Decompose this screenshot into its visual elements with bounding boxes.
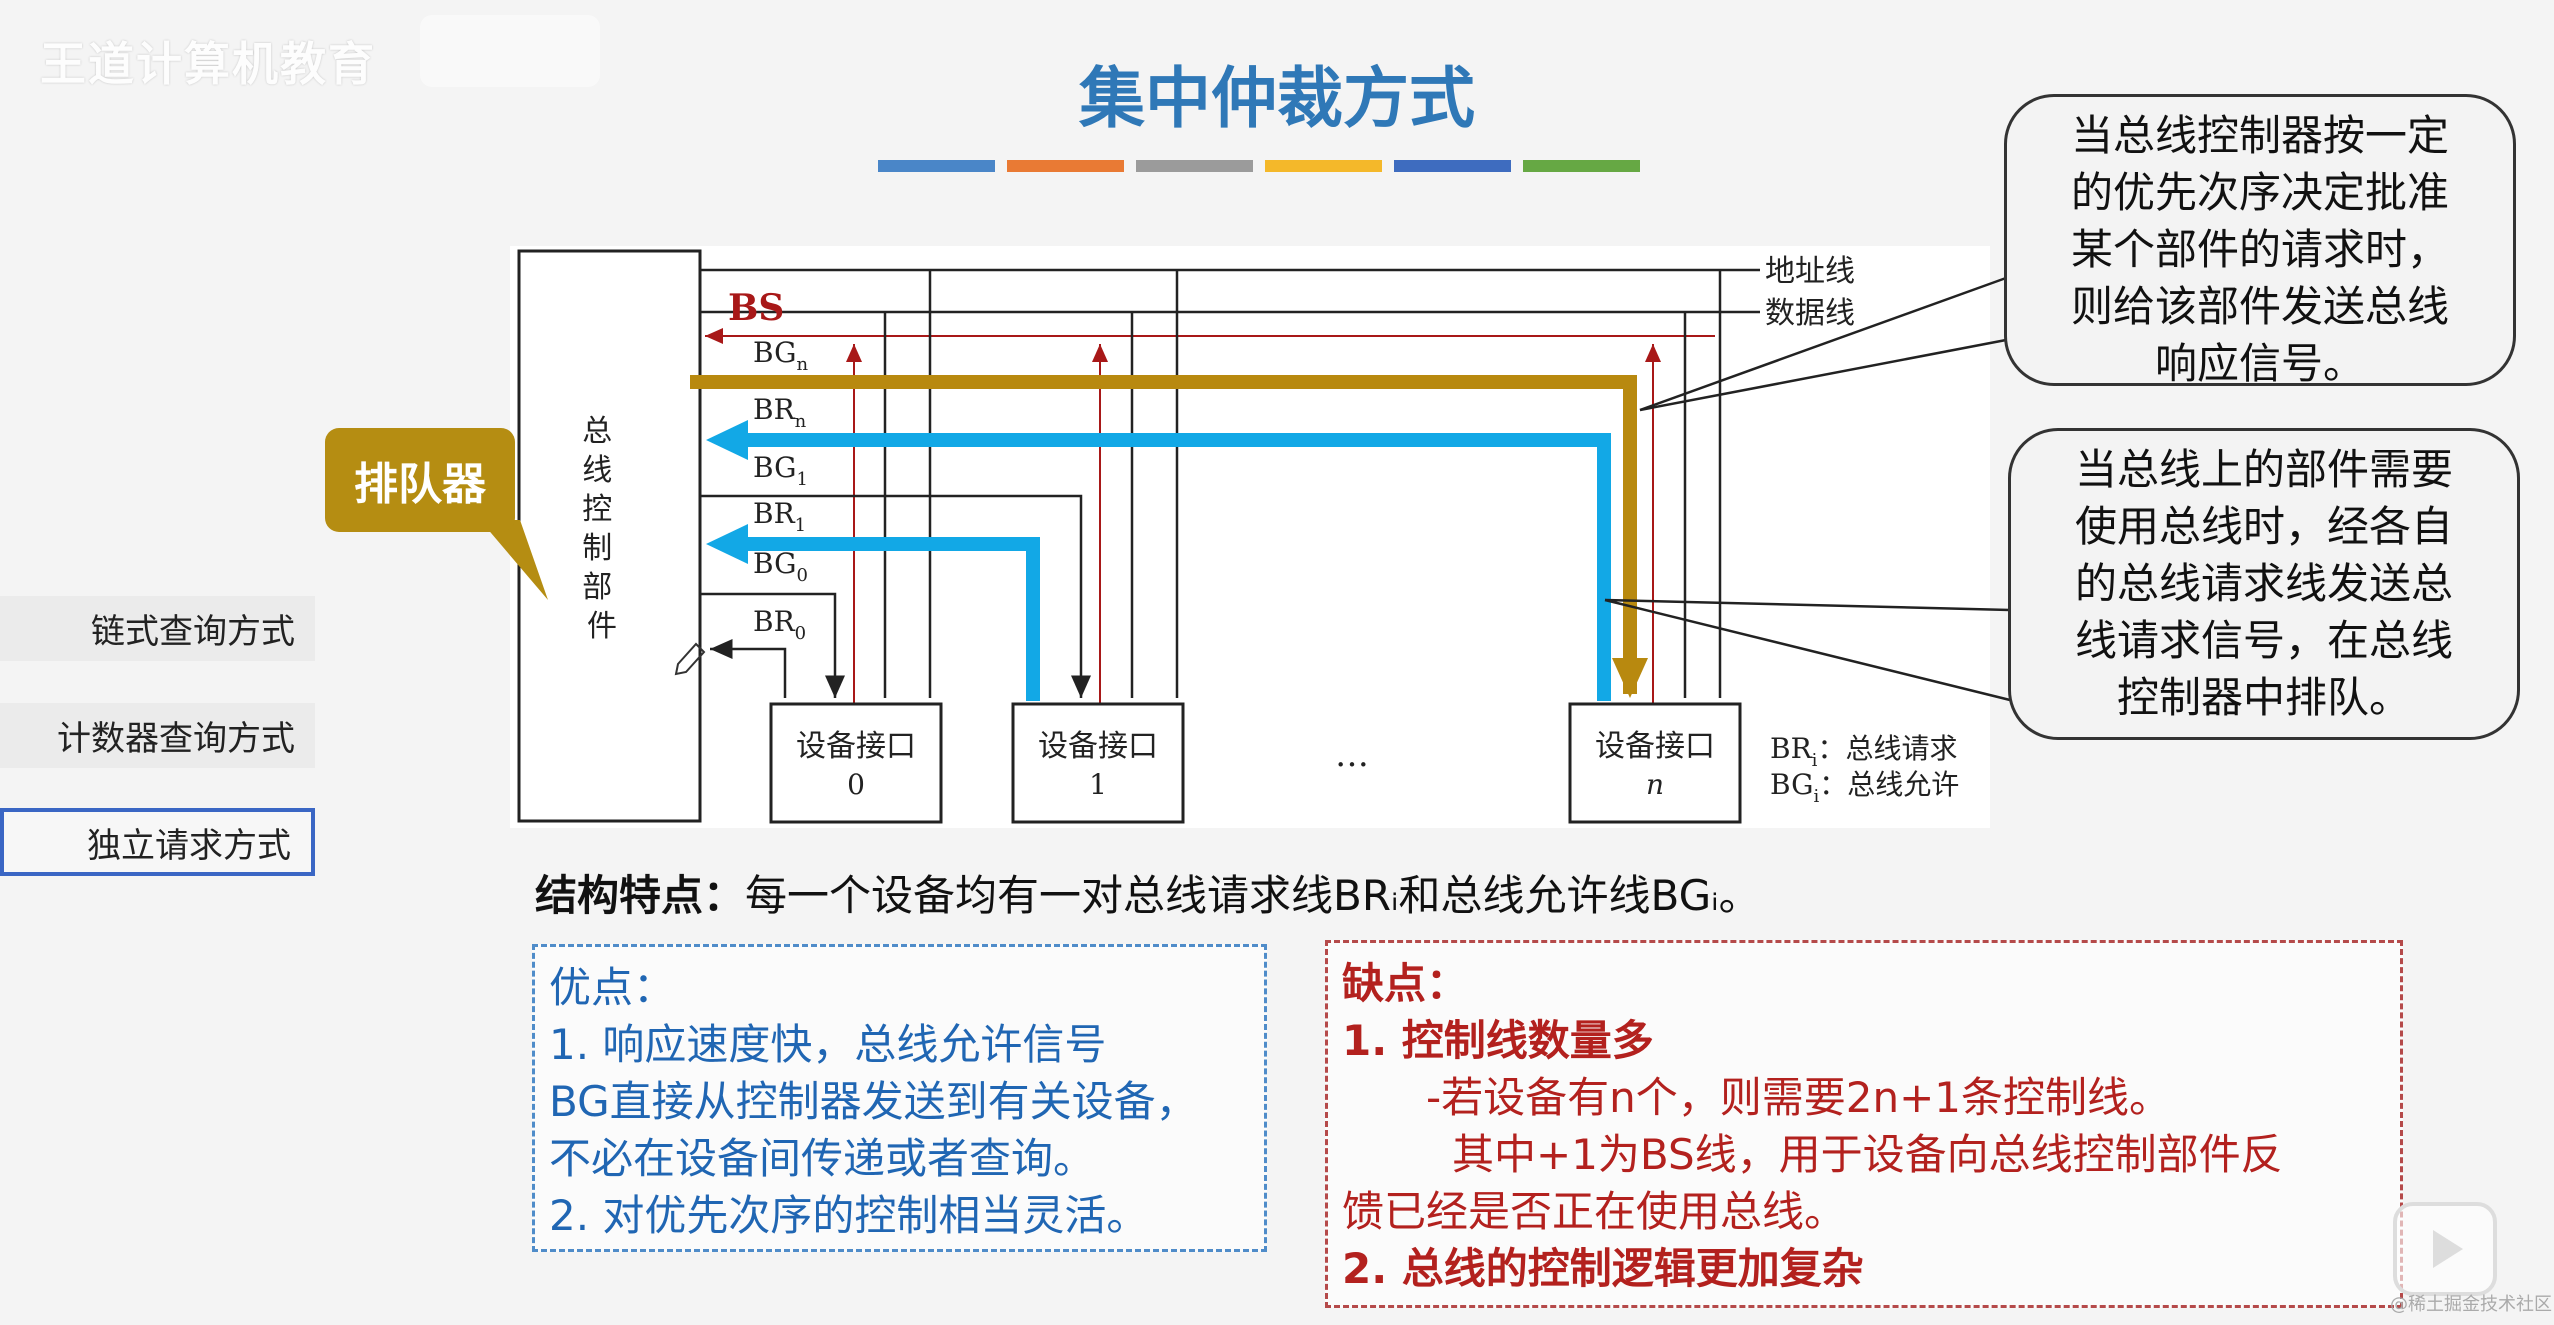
diagram-legend: BRi：总线请求 BGi：总线允许 <box>1770 732 1959 807</box>
bubble-line: 当总线上的部件需要 <box>2074 445 2453 494</box>
title-color-bar <box>878 160 1640 172</box>
advantages-title: 优点： <box>549 963 676 1012</box>
bgn-thick-line <box>690 375 1637 694</box>
controller-label: 总 线 控 制 部 件 <box>582 414 622 644</box>
logo-watermark-mark <box>420 15 600 87</box>
disadvantage-item-1: 1. 控制线数量多 <box>1342 1016 1654 1065</box>
svg-text:n: n <box>1646 768 1664 801</box>
page-title: 集中仲裁方式 <box>1079 60 1475 137</box>
sidebar-item-independent-request[interactable]: 独立请求方式 <box>0 808 315 876</box>
title-bar-segment <box>1265 160 1382 172</box>
logo-text: 王道计算机教育 <box>40 37 376 91</box>
advantage-line: 1. 响应速度快，总线允许信号 <box>549 1020 1107 1069</box>
advantage-line: BG直接从控制器发送到有关设备， <box>549 1077 1198 1126</box>
disadvantage-detail: 其中+1为BS线，用于设备向总线控制部件反 <box>1452 1130 2283 1179</box>
sidebar-item-counter-query[interactable]: 计数器查询方式 <box>0 703 315 768</box>
brn-arrowhead <box>706 420 748 460</box>
bubble-line: 响应信号。 <box>2154 339 2365 388</box>
br0-line <box>710 639 787 698</box>
advantages-box: 优点： 1. 响应速度快，总线允许信号 BG直接从控制器发送到有关设备， 不必在… <box>532 944 1267 1252</box>
title-bar-segment <box>1136 160 1253 172</box>
bs-label: BS <box>728 287 784 329</box>
title-bar-segment <box>1007 160 1124 172</box>
brn-label: BRn <box>753 393 807 432</box>
device-box-0: 设备接口 0 <box>769 702 943 824</box>
disadvantages-box: 缺点： 1. 控制线数量多 -若设备有n个，则需要2n+1条控制线。 其中+1为… <box>1325 940 2403 1308</box>
svg-text:设备接口: 设备接口 <box>1595 729 1715 764</box>
bgn-label: BGn <box>753 336 808 375</box>
br1-thick-line <box>740 537 1040 701</box>
br1-arrowhead <box>706 524 748 564</box>
bus-arbitration-diagram: 总 线 控 制 部 件 地址线 数据线 BS <box>510 246 1990 828</box>
advantage-line: 2. 对优先次序的控制相当灵活。 <box>549 1191 1149 1240</box>
device-box-n: 设备接口 n <box>1568 702 1742 824</box>
structure-label: 结构特点： <box>535 871 746 920</box>
disadvantage-detail: 馈已经是否正在使用总线。 <box>1342 1187 1847 1236</box>
title-bar-segment <box>1394 160 1511 172</box>
title-bar-segment <box>1523 160 1640 172</box>
device-box-1: 设备接口 1 <box>1011 702 1185 824</box>
svg-text:设备接口: 设备接口 <box>796 729 916 764</box>
bg0-label: BG0 <box>753 547 808 586</box>
title-bar-segment <box>878 160 995 172</box>
sidebar-item-chain-query[interactable]: 链式查询方式 <box>0 596 315 661</box>
device-ellipsis: … <box>1335 735 1369 775</box>
structure-text: 每一个设备均有一对总线请求线BRᵢ和总线允许线BGᵢ。 <box>745 871 1761 920</box>
bubble-line: 当总线控制器按一定 <box>2070 111 2449 160</box>
bg1-label: BG1 <box>753 451 808 490</box>
watermark-text: @稀土掘金技术社区 <box>2390 1294 2552 1315</box>
sidebar-item-label: 链式查询方式 <box>91 612 295 652</box>
bubble-line: 的优先次序决定批准 <box>2070 168 2449 217</box>
sidebar-item-label: 计数器查询方式 <box>57 719 295 759</box>
svg-text:设备接口: 设备接口 <box>1038 729 1158 764</box>
queue-callout-tail <box>480 520 548 600</box>
svg-text:BRi：总线请求: BRi：总线请求 <box>1770 732 1957 771</box>
disadvantages-title: 缺点： <box>1342 959 1469 1008</box>
disadvantage-detail: -若设备有n个，则需要2n+1条控制线。 <box>1426 1073 2172 1122</box>
bus-controller-box <box>517 249 702 823</box>
pencil-cursor-icon <box>674 642 706 676</box>
disadvantage-item-2: 2. 总线的控制逻辑更加复杂 <box>1342 1244 1864 1293</box>
data-line-label: 数据线 <box>1765 296 1855 331</box>
grant-explanation-bubble: 当总线控制器按一定 的优先次序决定批准 某个部件的请求时， 则给该部件发送总线 … <box>2004 94 2516 388</box>
svg-text:1: 1 <box>1089 768 1107 801</box>
bubble-line: 则给该部件发送总线 <box>2070 282 2449 331</box>
sidebar-item-label: 独立请求方式 <box>87 825 291 866</box>
bubble-line: 某个部件的请求时， <box>2070 225 2449 274</box>
bgn-arrowhead <box>1612 658 1648 698</box>
control-lines <box>700 494 1091 698</box>
bubble-line: 使用总线时，经各自 <box>2074 502 2453 551</box>
br1-label: BR1 <box>753 497 806 536</box>
br0-label: BR0 <box>753 605 806 644</box>
bubble-line: 的总线请求线发送总 <box>2074 559 2453 608</box>
advantage-line: 不必在设备间传递或者查询。 <box>549 1134 1096 1183</box>
svg-text:BGi：总线允许: BGi：总线允许 <box>1770 768 1959 807</box>
queue-callout-label: 排队器 <box>354 459 486 510</box>
structure-feature: 结构特点：每一个设备均有一对总线请求线BRᵢ和总线允许线BGᵢ。 <box>535 862 1761 923</box>
bubble-line: 线请求信号，在总线 <box>2074 616 2453 665</box>
bubble-line: 控制器中排队。 <box>2116 673 2411 722</box>
diagram-svg: 总 线 控 制 部 件 地址线 数据线 BS <box>517 249 1959 824</box>
signal-labels: BGn BRn BG1 BR1 BG0 BR0 <box>753 336 808 644</box>
request-explanation-bubble: 当总线上的部件需要 使用总线时，经各自 的总线请求线发送总 线请求信号，在总线 … <box>2008 428 2520 740</box>
brn-thick-line <box>740 433 1611 701</box>
address-line-label: 地址线 <box>1765 254 1855 289</box>
play-icon[interactable] <box>2393 1202 2497 1296</box>
svg-text:0: 0 <box>847 768 865 801</box>
queue-callout: 排队器 <box>325 428 515 532</box>
